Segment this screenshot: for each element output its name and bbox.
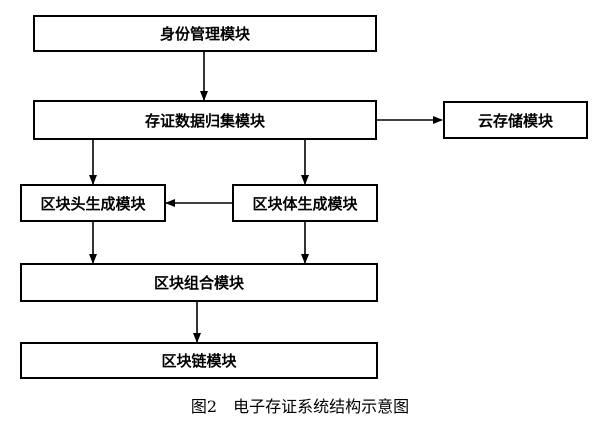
cloud-storage-module: 云存储模块 xyxy=(443,101,588,139)
identity-management-module: 身份管理模块 xyxy=(33,15,377,52)
figure-caption: 图2 电子存证系统结构示意图 xyxy=(190,397,410,416)
block-body-generation-module-label: 区块体生成模块 xyxy=(252,194,358,213)
block-chain-module: 区块链模块 xyxy=(20,342,378,379)
block-header-generation-module: 区块头生成模块 xyxy=(20,184,166,222)
identity-management-module-label: 身份管理模块 xyxy=(159,25,250,43)
block-chain-module-label: 区块链模块 xyxy=(161,352,237,370)
block-header-generation-module-label: 区块头生成模块 xyxy=(40,194,146,213)
block-body-generation-module: 区块体生成模块 xyxy=(232,184,378,222)
cloud-storage-module-label: 云存储模块 xyxy=(477,111,553,130)
evidence-data-collection-module-label: 存证数据归集模块 xyxy=(144,111,265,130)
block-assembly-module: 区块组合模块 xyxy=(20,263,378,302)
evidence-data-collection-module: 存证数据归集模块 xyxy=(33,100,377,140)
block-assembly-module-label: 区块组合模块 xyxy=(153,274,244,292)
